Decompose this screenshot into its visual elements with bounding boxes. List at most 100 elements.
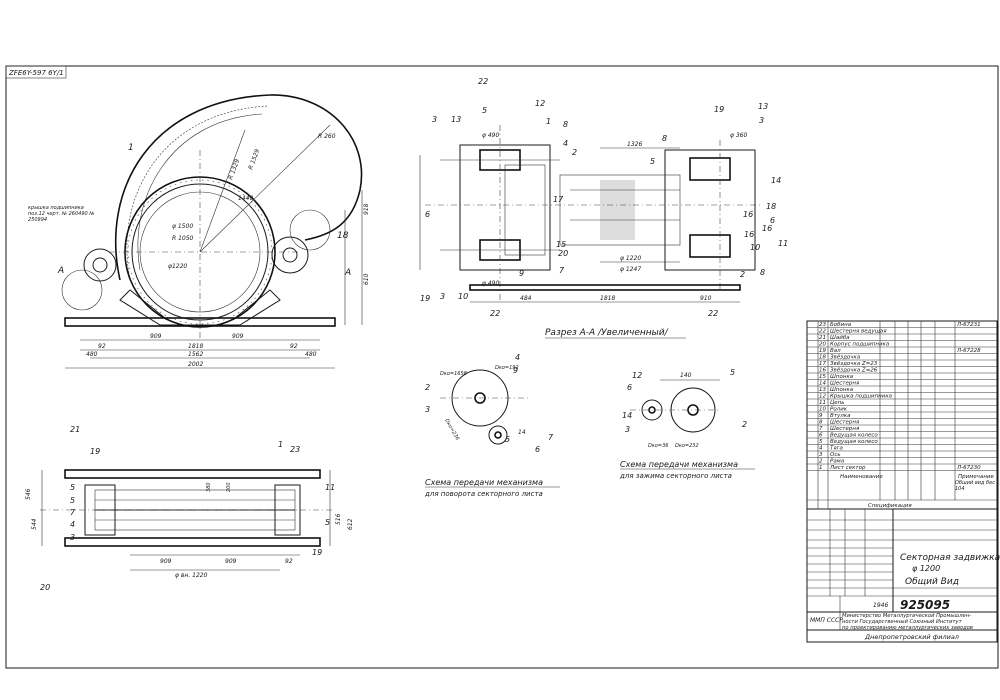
sec-callout-6-right: 6 [770,216,775,225]
radius-line-1 [199,129,246,253]
spec-caption: Спецификация [868,503,912,509]
plan-callout-3: 3 [70,533,75,542]
org-short: ММП СССР [810,617,843,624]
section-left-box [459,144,551,271]
spec-row-name: Тяга [830,446,844,452]
spec-row-pos: 22 [819,329,826,335]
spec-row-pos: 8 [819,420,823,426]
spec-row-name: Втулка [830,413,851,419]
rot-callout-7: 7 [548,433,554,442]
spec-row-pos: 18 [819,355,826,361]
spec-row-pos: 12 [819,394,826,400]
plan-callout-5b: 5 [70,496,75,505]
right-pulley [271,236,309,274]
callout-18: 18 [337,231,349,241]
plan-callout-20: 20 [40,583,50,592]
sec-dim-1818: 1818 [600,295,615,302]
corner-stamp: ZFE6Y-597 6Y/1 [8,69,64,77]
sec-dim-phi490-bottom: φ 490 [482,280,500,287]
spec-row-name: Шестерня [830,426,860,432]
spec-row-pos: 13 [819,387,826,393]
sec-callout-14-right: 14 [771,176,781,185]
section-base [469,284,741,291]
rotate-small-gear [488,425,508,445]
spec-row-name: Ведущая колесо [830,439,878,445]
plan-dim-380: 380 [206,482,212,492]
plan-callout-1: 1 [278,440,283,449]
general-view-note: Общий вид бес 104 [955,480,995,492]
sec-callout-8-right: 8 [662,134,667,143]
section-right-gear-top [689,157,731,181]
spec-row-name: Корпус подшипника [830,342,890,348]
sec-dim-phi1220: φ 1220 [620,255,641,262]
plan-callout-7: 7 [70,508,76,517]
plan-dim-612: 612 [347,518,354,530]
spec-row-name: Лист сектор [829,465,866,471]
spec-row-pos: 1 [819,465,823,471]
plan-dim-544: 544 [31,518,38,530]
rot-dim-1658: Dко=1658 [440,371,467,377]
spec-row-name: Бобина [830,322,852,328]
sec-callout-22-bottom: 22 [490,309,500,318]
dim-1818: 1818 [188,343,203,350]
sec-callout-9: 9 [519,269,524,278]
sec-callout-12: 12 [535,99,545,108]
clamp-callout-3: 3 [625,425,630,434]
sec-callout-11-right: 11 [778,239,788,248]
dim-phi1220: φ1220 [168,263,187,270]
spec-row-note: Л-67230 [956,465,981,471]
title-block: Секторная задвижка φ 1200 Общий Вид 9250… [806,508,1000,643]
drawing-number: 925095 [900,598,950,612]
rot-dim-236: Dко=236 [443,418,460,442]
sec-callout-3: 3 [432,115,437,124]
sec-callout-19-left: 19 [420,294,430,303]
spec-row-name: Ось [830,452,841,458]
sec-dim-phi1247: φ 1247 [620,266,641,273]
branch-name: Днепропетровский филиал [864,633,959,641]
dim-1562: 1562 [188,351,203,358]
plan-callout-5a: 5 [70,483,75,492]
title-block-border [806,508,998,643]
clamp-callout-14: 14 [622,411,632,420]
sec-dim-phi490-top: φ 490 [482,132,500,139]
clamp-caption-1: Схема передачи механизма [620,460,738,469]
spiral-housing-inner2 [137,113,263,271]
spec-row-pos: 19 [819,348,826,354]
plan-callout-4: 4 [70,520,75,529]
dim-92-left: 92 [98,343,106,350]
spec-row-pos: 15 [819,374,826,380]
left-pulley [83,248,117,282]
clamp-callout-12: 12 [632,371,642,380]
spec-row-name: Крышка подшипника [830,394,893,400]
spec-row-name: Ведущая колесо [830,433,878,439]
sec-callout-16b: 16 [744,230,754,239]
rot-callout-3: 3 [425,405,430,414]
sec-callout-15: 15 [556,240,566,249]
scheme-clamp: 12 6 14 3 5 2 140 Dко=36 Dко=232 Схема п… [619,368,755,480]
rot-callout-4: 4 [515,353,520,362]
section-middle-body [559,174,681,246]
dim-r1529: R 1529 [247,148,261,171]
rot-callout-2: 2 [425,383,430,392]
dim-r1050: R 1050 [172,235,194,242]
spec-row-name: Шпонка [830,387,854,393]
plan-top-plate [64,469,321,479]
spec-header-note: Примечание [958,474,995,480]
plan-dim-bore: φ вн. 1220 [175,572,208,579]
spec-row-note: Л-67231 [956,322,981,328]
clamp-dim-232: Dко=232 [675,443,699,449]
sec-dim-1326: 1326 [627,141,642,148]
main-view: 1 18 A A крышка подшипника поз.12 черт. … [28,94,370,369]
sec-callout-16c: 16 [762,224,772,233]
right-sheet [289,209,331,251]
org-line-3: по проектированию металлургических завод… [842,625,973,631]
dim-909-right: 909 [232,333,244,340]
spiral-housing-outer [115,94,363,281]
spec-row-name: Звёздочка Z=26 [830,368,878,374]
section-view: 22 5 12 3 13 1 2 4 6 8 17 15 20 19 10 3 … [419,77,788,339]
dim-610: 610 [363,273,370,285]
drawing-title-3: Общий Вид [905,577,959,587]
plan-dim-516: 516 [335,513,342,525]
